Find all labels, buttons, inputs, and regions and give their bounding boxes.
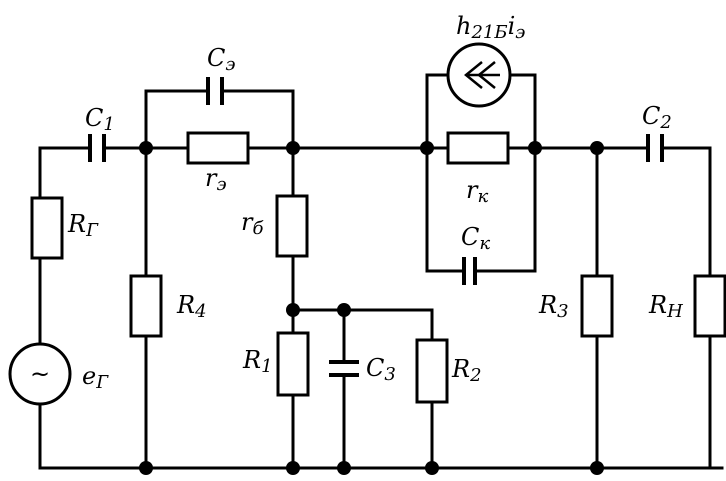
voltage-source-e-g: ~ <box>8 342 72 406</box>
junction-nodes <box>139 141 604 475</box>
label-r-g: RГ <box>67 210 99 241</box>
wires <box>38 73 724 470</box>
resistor-r-n <box>693 274 726 338</box>
label-c3: C3 <box>366 354 396 385</box>
capacitor-c3 <box>329 360 359 377</box>
resistor-r4 <box>129 274 163 338</box>
resistor-r3 <box>580 274 614 338</box>
capacitor-c2 <box>646 134 664 162</box>
current-source-h21 <box>446 42 512 108</box>
label-r4: R4 <box>176 291 207 322</box>
label-r-e: rэ <box>205 164 227 195</box>
label-c-e: Cэ <box>207 44 235 75</box>
label-r3: R3 <box>538 291 569 322</box>
source-tilde: ~ <box>30 360 50 388</box>
resistor-r-g <box>30 196 64 260</box>
label-r-b: rб <box>241 208 264 239</box>
resistor-r-e <box>186 131 250 165</box>
resistor-r-k <box>446 131 510 165</box>
capacitor-c1 <box>88 134 106 162</box>
label-r-k: rк <box>466 176 488 207</box>
capacitor-c-e <box>206 77 224 105</box>
label-e-g: eГ <box>82 362 109 393</box>
resistor-r1 <box>276 331 310 397</box>
label-r-n: RН <box>648 291 683 322</box>
label-h21: h21Бiэ <box>456 12 525 43</box>
capacitor-c-k <box>462 257 477 285</box>
label-c1: C1 <box>85 104 115 135</box>
resistor-r2 <box>415 338 449 404</box>
label-c2: C2 <box>642 102 672 133</box>
label-c-k: Cк <box>461 223 490 254</box>
label-r1: R1 <box>242 346 273 377</box>
resistor-r-b <box>275 194 309 258</box>
label-r2: R2 <box>451 355 482 386</box>
